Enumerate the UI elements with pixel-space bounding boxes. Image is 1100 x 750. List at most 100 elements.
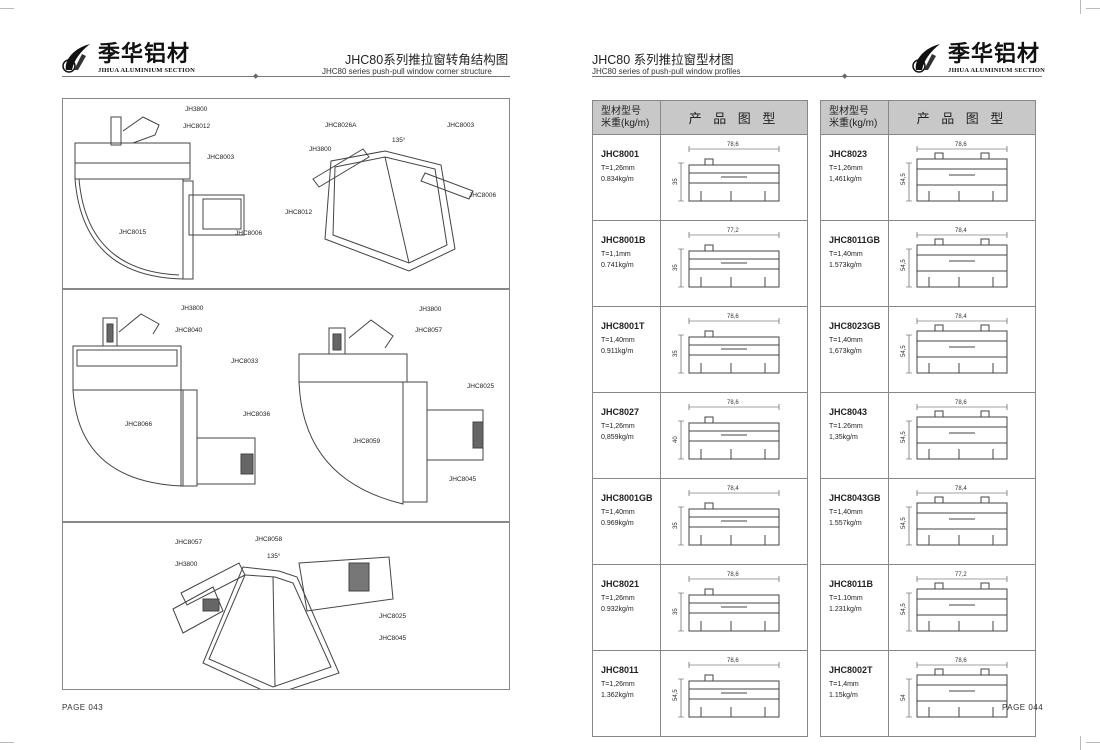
profile-weight: 1.573kg/m xyxy=(829,262,862,269)
profile-width-dim: 78,6 xyxy=(727,314,739,320)
jihua-logo-icon xyxy=(912,44,940,73)
page-title: JHC80 系列推拉窗型材图 xyxy=(592,53,734,67)
profile-width-dim: 78,6 xyxy=(727,572,739,578)
profile-thickness: T=1,40mm xyxy=(829,337,863,344)
header-rule xyxy=(62,76,510,77)
profile-code: JHC8043 xyxy=(829,407,868,417)
diamond-icon: ◆ xyxy=(842,73,848,80)
profile-height-dim: 35 xyxy=(673,350,679,357)
profile-thickness: T=1,1mm xyxy=(601,251,631,258)
profile-code: JHC8011 xyxy=(601,665,639,675)
label-jhc8057-p3: JHC8057 xyxy=(175,539,203,546)
profile-code-cell: JHC8001GB T=1,40mm 0.969kg/m xyxy=(592,478,661,565)
label-jhc8045-p3: JHC8045 xyxy=(379,635,407,642)
profile-height-dim: 54 xyxy=(901,694,907,701)
header-rule xyxy=(592,76,1042,77)
profile-code: JHC8002T xyxy=(829,665,873,675)
profile-weight: 0.969kg/m xyxy=(601,520,634,527)
label-jh3800-p3: JH3800 xyxy=(175,561,198,568)
profile-height-dim: 35 xyxy=(673,178,679,185)
corner-panel-2: JH3800 JHC8040 JHC8033 JHC8066 JHC8036 J… xyxy=(62,289,510,522)
label-jhc8012-right: JHC8012 xyxy=(285,209,313,216)
label-jh3800: JH3800 xyxy=(185,106,208,113)
profile-weight: 1,35kg/m xyxy=(829,434,858,441)
profile-width-dim: 78,6 xyxy=(955,142,967,148)
page-subtitle: JHC80 series push-pull window corner str… xyxy=(322,67,492,76)
profile-drawing: 77,254,5 xyxy=(901,572,1008,632)
profile-width-dim: 78,4 xyxy=(727,486,739,492)
label-jhc8026a: JHC8026A xyxy=(325,122,357,129)
profile-height-dim: 54,5 xyxy=(901,259,907,271)
profile-width-dim: 78,6 xyxy=(727,400,739,406)
page-title: JHC80系列推拉窗转角结构图 xyxy=(345,53,509,67)
label-jh3800-p2: JH3800 xyxy=(181,305,204,312)
label-jhc8003: JHC8003 xyxy=(207,154,235,161)
label-jhc8025: JHC8025 xyxy=(467,383,495,390)
crop-mark xyxy=(0,742,14,743)
profile-code: JHC8001GB xyxy=(601,493,653,503)
label-jhc8006-right: JHC8006 xyxy=(469,192,497,199)
profile-thickness: T=1,26mm xyxy=(829,165,863,172)
profile-image-cell: 77,2 35 xyxy=(660,220,808,307)
profile-image-cell: 78,4 54,5 xyxy=(888,220,1036,307)
corner-panel-1: JH3800 JHC8012 JHC8003 JHC8015 JHC8006 J… xyxy=(62,98,510,289)
crop-mark xyxy=(1080,736,1081,750)
profile-weight: 1.362kg/m xyxy=(601,692,634,699)
profile-image-cell: 78,6 35 xyxy=(660,306,808,393)
profile-height-dim: 35 xyxy=(673,264,679,271)
profile-image-cell: 78,6 35 xyxy=(660,134,808,221)
profile-thickness: T=1,4mm xyxy=(829,681,859,688)
profile-code: JHC8023 xyxy=(829,149,868,159)
label-jhc8025-p3: JHC8025 xyxy=(379,613,407,620)
crop-mark xyxy=(1080,0,1081,14)
profile-width-dim: 78,6 xyxy=(727,142,739,148)
profile-weight: 1.557kg/m xyxy=(829,520,862,527)
label-jhc8012: JHC8012 xyxy=(183,123,211,130)
profile-drawing: 78,6 35 xyxy=(673,314,780,374)
label-jh3800-right: JH3800 xyxy=(309,146,332,153)
profile-thickness: T=1,40mm xyxy=(601,509,635,516)
profile-drawing: 78,454,5 xyxy=(901,314,1008,374)
corner-drawing-2 xyxy=(72,313,484,505)
profile-width-dim: 78,4 xyxy=(955,228,967,234)
profile-drawing: 78,635 xyxy=(673,572,780,632)
jihua-logo-icon xyxy=(62,44,90,73)
profile-code: JHC8027 xyxy=(601,407,640,417)
profile-height-dim: 54,5 xyxy=(901,345,907,357)
profile-height-dim: 54,5 xyxy=(673,689,679,701)
profile-height-dim: 54,5 xyxy=(901,517,907,529)
logo-english-text: JIHUA ALUMINIUM SECTION xyxy=(98,67,196,74)
logo-chinese-text: 季华铝材 xyxy=(98,42,191,67)
profile-thickness: T=1,26mm xyxy=(601,423,635,430)
profile-weight: 1,461kg/m xyxy=(829,176,862,183)
profile-drawing: 78,4 54,5 xyxy=(901,228,1008,288)
profile-width-dim: 78,4 xyxy=(955,486,967,492)
profile-thickness: T=1,40mm xyxy=(601,337,635,344)
label-jhc8033: JHC8033 xyxy=(231,358,259,365)
profile-thickness: T=1.26mm xyxy=(829,423,863,430)
profile-width-dim: 77,2 xyxy=(727,228,739,234)
